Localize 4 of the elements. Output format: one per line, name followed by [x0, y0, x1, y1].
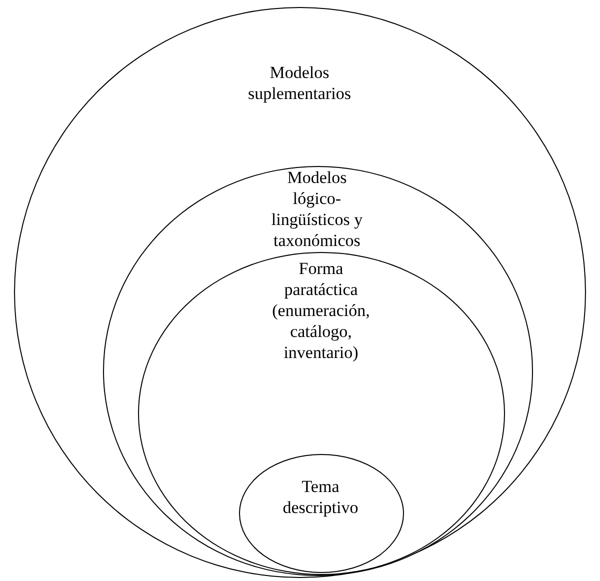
node-label: Modelos suplementarios — [247, 62, 352, 104]
node-label: Modelos lógico-lingüísticos y taxonómicos — [270, 167, 364, 251]
node-label: Forma paratáctica (enumeración, catálogo, inventario) — [271, 258, 371, 362]
node-label: Tema descriptivo — [282, 476, 360, 518]
